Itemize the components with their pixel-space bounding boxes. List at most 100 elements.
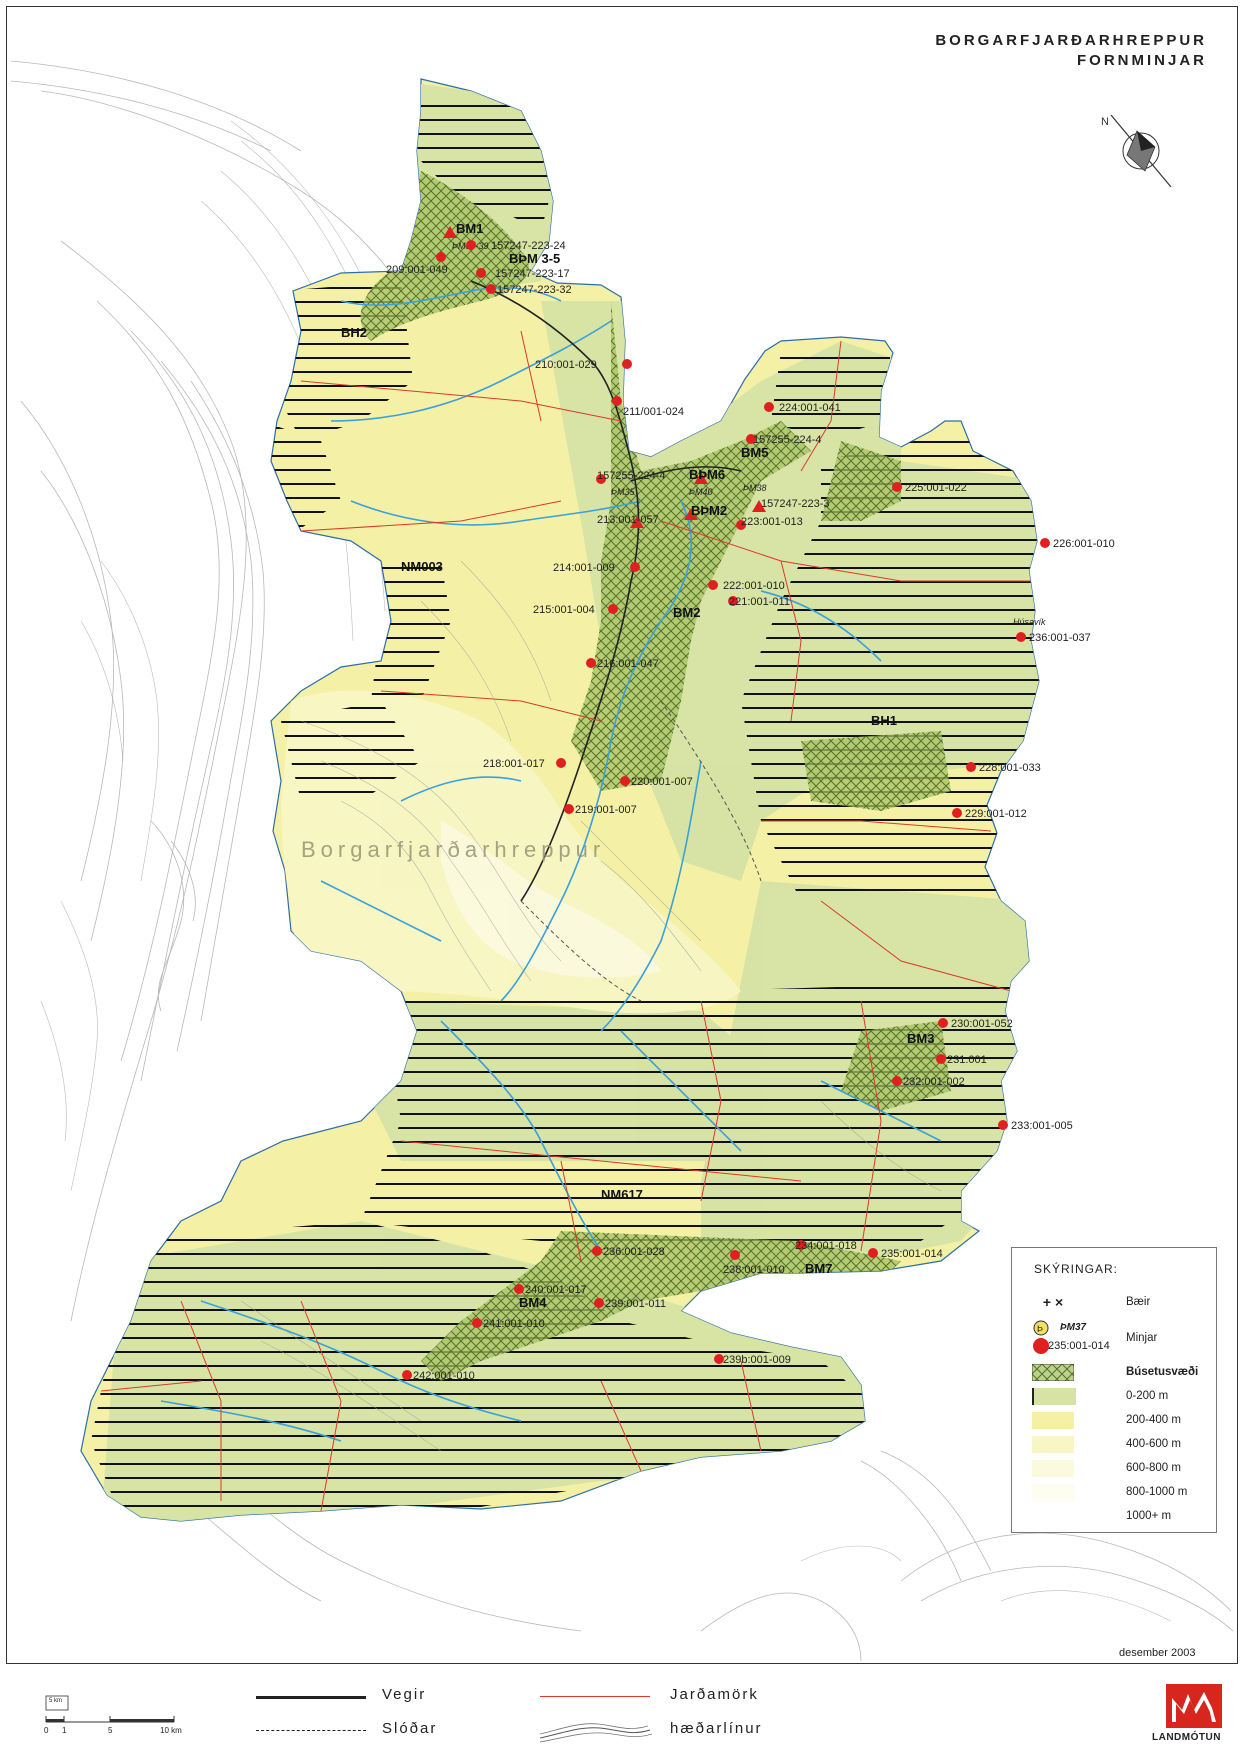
site-label: 226:001-010	[1053, 538, 1115, 550]
site-marker-icon	[630, 562, 640, 572]
site-label: 218:001-017	[483, 758, 545, 770]
property-line-sample	[540, 1696, 650, 1697]
site-marker-icon	[1040, 538, 1050, 548]
site-43: 233:001-005	[998, 1120, 1073, 1132]
site-marker-icon	[586, 658, 596, 668]
site-marker-icon	[936, 1054, 946, 1064]
site-label: 240:001-017	[525, 1284, 587, 1296]
legend-sample-site: 235:001-014	[1048, 1340, 1110, 1352]
site-marker-icon	[892, 1076, 902, 1086]
site-7: BH2	[341, 325, 367, 340]
site-label: BM2	[673, 605, 700, 620]
map-title: BORGARFJARÐARHREPPUR FORNMINJAR	[935, 31, 1207, 71]
map-title-line1: BORGARFJARÐARHREPPUR	[935, 32, 1207, 49]
site-54: 239b:001-009	[714, 1354, 791, 1366]
site-16: ÞM40	[689, 487, 713, 497]
site-triangle-icon	[630, 516, 644, 528]
site-15: BÞM6	[689, 467, 725, 484]
compass-north-letter: N	[1101, 116, 1109, 128]
site-label: 236:001-037	[1029, 632, 1091, 644]
legend-label-band-0-200: 0-200 m	[1126, 1390, 1169, 1402]
site-0: BM1	[443, 221, 483, 238]
site-label: BM5	[741, 445, 768, 460]
site-label: 229:001-012	[965, 808, 1027, 820]
site-39: 230:001-052	[938, 1018, 1013, 1030]
site-marker-icon	[486, 284, 496, 294]
site-label: 241:001-010	[483, 1318, 545, 1330]
site-marker-icon	[556, 758, 566, 768]
legend-label-settlement: Búsetusvæði	[1126, 1366, 1199, 1378]
track-label: Slóðar	[382, 1720, 438, 1737]
site-marker-icon	[764, 402, 774, 412]
site-8: 210:001-029	[535, 359, 632, 371]
site-27: 221:001-011	[728, 596, 790, 608]
landmotun-logo-text: LANDMÓTUN	[1152, 1732, 1221, 1743]
site-label: ÞM35	[611, 487, 636, 497]
site-label: BH2	[341, 325, 367, 340]
site-24: NM003	[401, 559, 443, 574]
band-swatch-0-200	[1032, 1388, 1076, 1405]
property-boundaries	[100, 330, 1031, 1512]
site-label: BÞM2	[691, 503, 727, 518]
site-marker-icon	[746, 434, 756, 444]
site-36: 220:001-007	[620, 776, 693, 788]
legend-title: SKÝRINGAR:	[1034, 1262, 1119, 1276]
site-label: 231:001	[947, 1054, 987, 1066]
site-marker-icon	[472, 1318, 482, 1328]
site-label: 225:001-022	[905, 482, 967, 494]
site-21: 213:001-057	[597, 514, 659, 528]
scale-tick-10: 10 km	[160, 1726, 182, 1735]
site-38: 229:001-012	[952, 808, 1027, 820]
legend-row-settlement: Búsetusvæði	[1012, 1364, 1218, 1386]
site-label: NM617	[601, 1187, 643, 1202]
map-frame: Borgarfjarðarhreppur N BM1ÞM37-39209:001…	[6, 6, 1238, 1664]
site-label: 238:001-010	[723, 1264, 785, 1276]
site-25: 214:001-009	[553, 562, 640, 574]
roads	[470, 280, 742, 902]
legend-label-band-200-400: 200-400 m	[1126, 1414, 1181, 1426]
site-label: 157255-224-4	[753, 434, 822, 446]
site-label: 230:001-052	[951, 1018, 1013, 1030]
site-label: 210:001-029	[535, 359, 597, 371]
site-marker-icon	[728, 596, 738, 606]
site-label: 157247-223-32	[497, 284, 572, 296]
site-label: 216:001-047	[597, 658, 659, 670]
legend-row-band-200-400: 200-400 m	[1012, 1412, 1218, 1434]
tracks	[520, 700, 762, 1002]
site-triangle-icon	[684, 508, 698, 520]
contour-label: hæðarlínur	[670, 1720, 763, 1737]
site-label: 157255-224-4	[597, 470, 666, 482]
site-marker-icon	[966, 762, 976, 772]
site-2: 209:001-049	[386, 252, 448, 276]
site-40: BM3	[907, 1031, 934, 1046]
site-label: 221:001-011	[729, 596, 790, 608]
site-31: 236:001-037	[1016, 632, 1091, 644]
site-label: ÞM38	[743, 483, 767, 493]
site-label: 219:001-007	[575, 804, 637, 816]
band-swatch-200-400	[1032, 1412, 1074, 1429]
site-marker-icon	[892, 482, 902, 492]
site-42: 232:001-002	[892, 1076, 965, 1088]
site-marker-icon	[730, 1250, 740, 1260]
site-marker-icon	[612, 396, 622, 406]
site-label: 215:001-004	[533, 604, 595, 616]
site-10: 224:001-041	[764, 402, 841, 414]
site-17: ÞM35	[611, 487, 636, 497]
site-33: BH1	[871, 713, 897, 728]
rivers	[160, 286, 942, 1442]
farm-icon: + ×	[1042, 1294, 1064, 1310]
site-marker-icon	[402, 1370, 412, 1380]
site-48: 238:001-010	[723, 1250, 785, 1276]
site-marker-icon	[514, 1284, 524, 1294]
site-14: 157255-224-4	[596, 470, 666, 484]
site-marker-icon	[592, 1246, 602, 1256]
bottom-legend: 5 km 0 1 5 10 km Vegir Slóðar Jarðamörk …	[0, 1664, 1251, 1756]
track-line-sample	[256, 1730, 366, 1731]
legend-row-monument: Þ ÞM37 235:001-014 Minjar	[1012, 1320, 1218, 1356]
map-canvas: Borgarfjarðarhreppur N BM1ÞM37-39209:001…	[10, 60, 1234, 1662]
site-marker-icon	[596, 474, 606, 484]
compass-rose: N	[1101, 114, 1172, 188]
site-30: Húsavík	[1013, 617, 1046, 627]
site-marker-icon	[998, 1120, 1008, 1130]
legend-row-band-600-800: 600-800 m	[1012, 1460, 1218, 1482]
